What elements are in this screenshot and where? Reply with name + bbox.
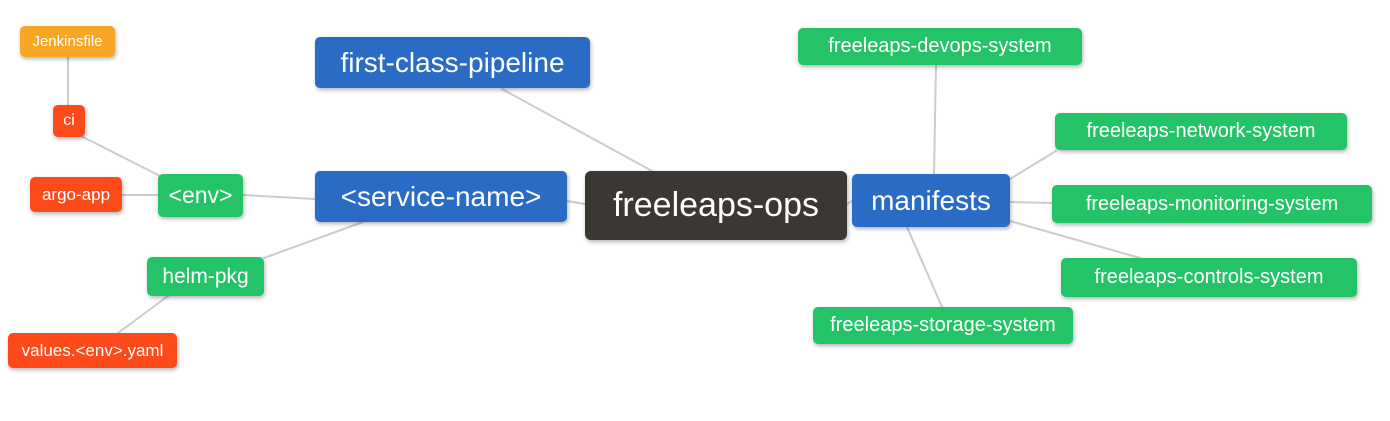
- edge-manifests-network: [1009, 150, 1057, 180]
- edge-service-name-ops: [566, 200, 586, 205]
- node-jenkinsfile[interactable]: Jenkinsfile: [20, 26, 115, 57]
- node-freeleaps-storage-system[interactable]: freeleaps-storage-system: [813, 307, 1073, 344]
- edge-helm-pkg-values: [117, 295, 169, 334]
- node-freeleaps-devops-system[interactable]: freeleaps-devops-system: [798, 28, 1082, 65]
- edge-manifests-monitoring: [1009, 201, 1053, 204]
- node-ci[interactable]: ci: [53, 105, 85, 137]
- node-service-name[interactable]: <service-name>: [315, 171, 567, 222]
- node-freeleaps-network-system[interactable]: freeleaps-network-system: [1055, 113, 1347, 150]
- edge-pipeline-ops: [501, 88, 653, 172]
- node-freeleaps-monitoring-system[interactable]: freeleaps-monitoring-system: [1052, 185, 1372, 223]
- node-freeleaps-ops-root[interactable]: freeleaps-ops: [585, 171, 847, 240]
- node-first-class-pipeline[interactable]: first-class-pipeline: [315, 37, 590, 88]
- edge-env-service-name: [242, 194, 316, 200]
- node-argo-app[interactable]: argo-app: [30, 177, 122, 212]
- edge-manifests-controls: [1009, 220, 1141, 259]
- edge-manifests-storage: [906, 226, 943, 308]
- node-helm-pkg[interactable]: helm-pkg: [147, 257, 264, 296]
- node-env[interactable]: <env>: [158, 174, 243, 217]
- edge-manifests-devops: [933, 65, 937, 175]
- edge-ci-env: [78, 134, 165, 179]
- node-values-env-yaml[interactable]: values.<env>.yaml: [8, 333, 177, 368]
- edge-service-name-helm-pkg: [263, 221, 364, 259]
- node-freeleaps-controls-system[interactable]: freeleaps-controls-system: [1061, 258, 1357, 297]
- node-manifests[interactable]: manifests: [852, 174, 1010, 227]
